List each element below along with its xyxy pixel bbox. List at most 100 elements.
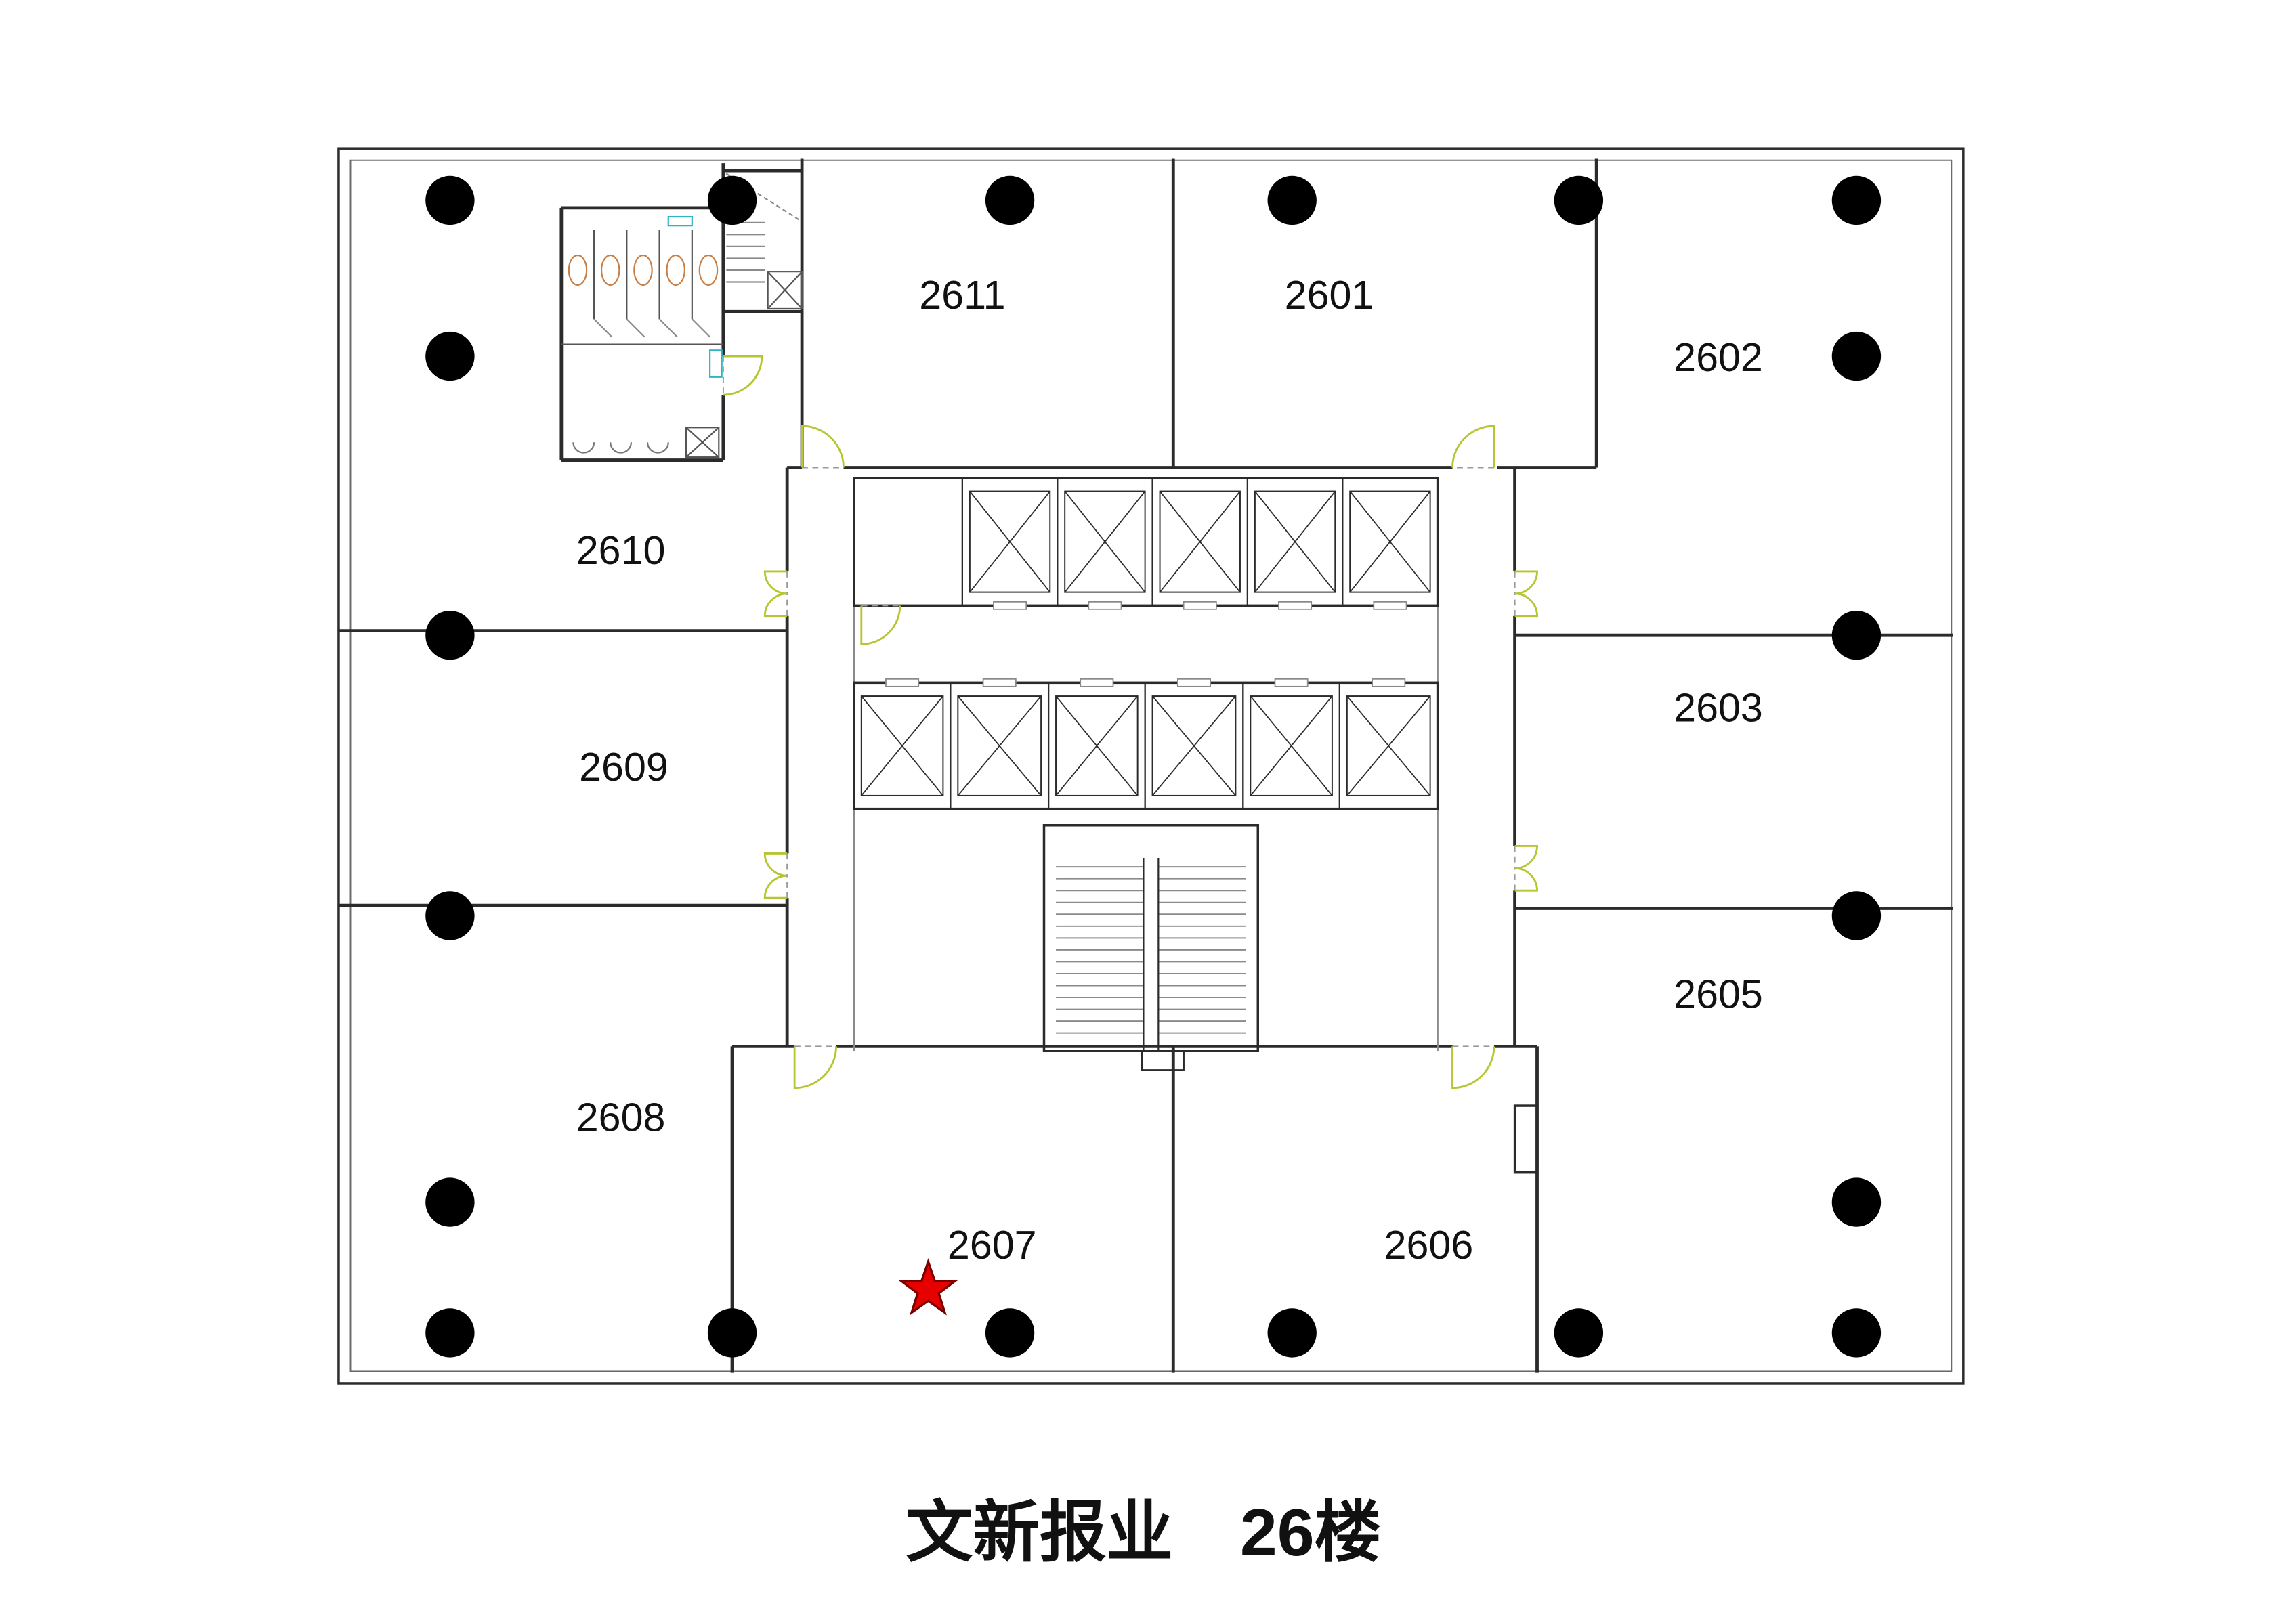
structural-column [1831,1177,1882,1227]
structural-column [1554,1308,1604,1358]
duct-shaft [767,271,803,310]
door-swing [763,592,788,618]
door-swing [723,355,763,396]
shaft-hatch-lines [726,221,765,283]
elevator-shaft-x [969,491,1050,593]
door-swings [722,355,1538,1089]
structural-column [425,1177,475,1227]
elevator-shaft-inner [1250,695,1333,796]
structural-column [1554,175,1604,225]
door-swing [1514,592,1538,618]
structural-column [1267,1308,1317,1358]
secondary-walls [853,605,1439,1051]
exterior-wall-inner [349,159,1953,1372]
room-label-2607: 2607 [948,1222,1037,1268]
mirror-accent [667,215,693,227]
room-label-2610: 2610 [576,527,666,573]
door-swing [1514,570,1538,595]
structural-column [1267,175,1317,225]
elevator-shaft-x [1250,695,1333,796]
elevator-shaft-inner [1064,490,1146,593]
door-swing [1514,867,1538,892]
door-swing [793,1046,837,1089]
elevator-shaft-inner [1346,695,1431,796]
mop-sink-x [685,427,720,458]
structural-column [425,891,475,940]
elevator-shaft-inner [1151,695,1237,796]
room-label-2606: 2606 [1384,1222,1474,1268]
elevator-shaft-inner [1055,695,1139,796]
elevator-shaft-x [861,695,944,796]
structural-column [425,611,475,660]
door-swing [860,605,901,645]
door-swing [1451,425,1495,468]
elevator-door [1372,678,1406,687]
star-marker-group [898,1258,958,1316]
elevator-door [1080,678,1114,687]
elevator-door [982,678,1017,687]
elevator-door [1373,601,1407,610]
service-shaft-block [725,173,803,310]
elevator-shaft-inner [969,490,1051,593]
elevator-door [993,601,1027,610]
stall-partitions [593,230,693,320]
room-label-2602: 2602 [1674,334,1763,380]
stall-doors [593,318,710,338]
structural-columns [425,175,1882,1358]
structural-column [1831,891,1882,940]
room-label-2608: 2608 [576,1094,666,1140]
structural-column [1831,1308,1882,1358]
duct-shaft-x [767,271,803,309]
sink-fixtures [572,442,669,454]
fixture-accent [709,349,723,378]
structural-column [1831,611,1882,660]
plan-title: 文新报业 26楼 [906,1495,1382,1570]
room-label-2609: 2609 [579,744,668,790]
room-label-2605: 2605 [1674,971,1763,1016]
exterior-wall-outer [337,147,1965,1385]
stair-treads [1056,866,1246,1034]
door-swing [763,874,788,899]
mop-sink [685,427,720,458]
door-swing [763,852,788,877]
elevator-door [1176,678,1211,687]
structural-column [425,175,475,225]
elevator-door [1278,601,1313,610]
room-label-2611: 2611 [919,272,1005,318]
structural-column [1831,331,1882,381]
toilet-fixtures [568,254,719,286]
structural-column [425,331,475,381]
elevator-shaft-inner [860,695,944,796]
structural-column [985,1308,1035,1358]
elevator-shaft-inner [1254,490,1336,593]
wall-step-notch [1513,1104,1539,1174]
structural-column [985,175,1035,225]
elevator-shaft-inner [1159,490,1241,593]
elevator-door [1274,678,1309,687]
stair-divider [1143,857,1160,1051]
elevator-shaft-x [957,695,1042,796]
structural-column [425,1308,475,1358]
elevator-shaft-inner [957,695,1042,796]
door-swing [763,570,788,595]
elevator-door [1183,601,1217,610]
elevator-door [1088,601,1122,610]
elevator-shaft-x [1055,695,1139,796]
door-swing [1451,1046,1495,1089]
door-swing [1514,845,1538,869]
star-marker [898,1258,958,1316]
restroom-block [561,215,723,458]
elevator-shaft-x [1346,695,1431,796]
elevator-shaft-x [1159,491,1241,593]
stair-landing-tab [1141,1050,1185,1071]
elevator-shaft-x [1254,491,1336,593]
elevator-door [885,678,920,687]
elevator-shaft-inner [1349,490,1431,593]
room-label-2601: 2601 [1285,272,1374,318]
elevator-shaft-x [1151,695,1237,796]
elevator-bank-outline [853,681,1439,810]
door-swing [801,425,845,468]
